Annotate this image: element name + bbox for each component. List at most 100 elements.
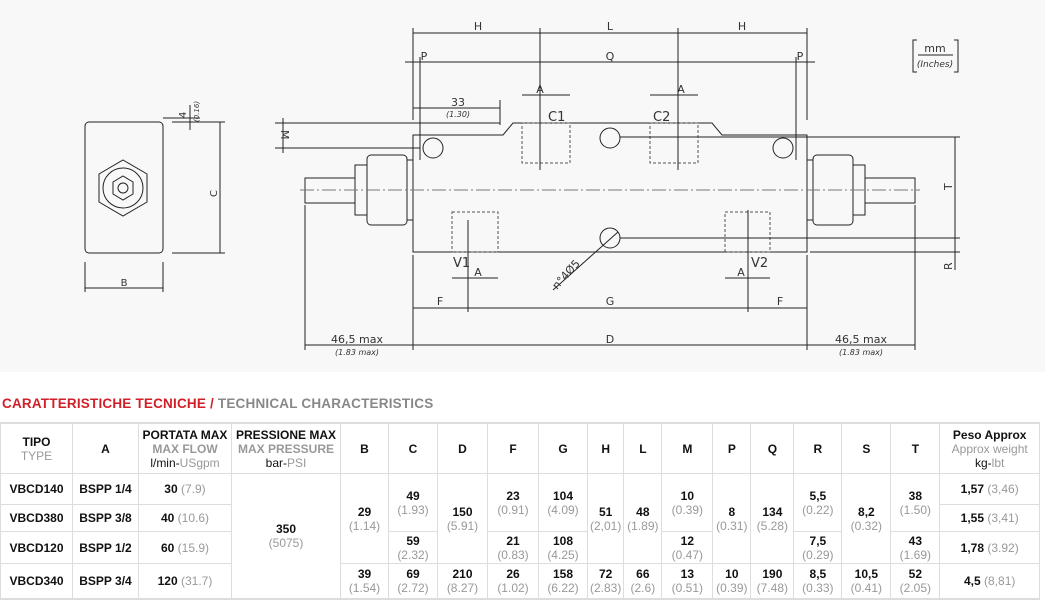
dim-a-v2: A [737, 266, 745, 279]
hole-label: n°4Ø5 [550, 257, 583, 292]
port-v1: V1 [453, 256, 470, 271]
dim-33: 33 [451, 96, 465, 109]
cell-tipo: VBCD380 [0, 504, 73, 532]
cell-c: 59(2.32) [388, 531, 438, 564]
dim-q: Q [606, 50, 615, 63]
dim-g: G [606, 295, 615, 308]
dim-a-c1: A [536, 83, 544, 96]
section-title-en: TECHNICAL CHARACTERISTICS [213, 396, 434, 411]
dim-4-label: 4 [178, 112, 189, 118]
cell-m: 10(0.39) [661, 473, 714, 532]
header-a: A [72, 422, 139, 474]
dim-t: T [942, 183, 955, 191]
cell-g: 158(6.22) [538, 563, 588, 600]
cell-weight: 1,57 (3,46) [939, 473, 1040, 505]
dim-d: D [606, 333, 614, 346]
cell-p: 10(0.39) [712, 563, 752, 600]
port-v2: V2 [751, 256, 768, 271]
cell-flow: 30 (7.9) [138, 473, 232, 505]
cell-weight: 1,55 (3,41) [939, 504, 1040, 532]
dim-m: M [278, 130, 291, 140]
cell-f: 23(0.91) [487, 473, 539, 532]
dim-h-left: H [474, 20, 482, 33]
max-left-inch: (1.83 max) [335, 348, 379, 357]
table-row: VBCD340 BSPP 3/4 120 (31.7) 39(1.54) 69(… [0, 563, 1040, 600]
cell-g: 104(4.09) [538, 473, 588, 532]
table-row: VBCD140 BSPP 1/4 30 (7.9) 350(5075) 29(1… [0, 473, 1040, 600]
dim-a-c2: A [677, 83, 685, 96]
header-q: Q [750, 422, 795, 474]
header-m: M [661, 422, 714, 474]
port-c1: C1 [548, 110, 565, 125]
cell-c: 69(2.72) [388, 563, 438, 600]
side-view: B C 4 (0.16) [84, 101, 225, 292]
cell-pressure: 350(5075) [231, 473, 341, 600]
cell-d: 150(5.91) [437, 473, 488, 564]
max-left: 46,5 max [331, 333, 383, 346]
dim-p-right: P [797, 50, 804, 63]
dim-p-left: P [421, 50, 428, 63]
cell-tipo: VBCD340 [0, 563, 73, 600]
cell-q: 190(7.48) [750, 563, 795, 600]
cell-c: 49 (1.93) [388, 473, 438, 532]
section-title: CARATTERISTICHE TECNICHE / TECHNICAL CHA… [2, 396, 433, 411]
cell-p: 8(0.31) [712, 473, 752, 564]
cell-f: 26(1.02) [487, 563, 539, 600]
header-b: B [340, 422, 389, 474]
dim-33-inch: (1.30) [446, 110, 470, 119]
cell-q: 134(5.28) [750, 473, 795, 564]
header-l: L [623, 422, 663, 474]
cell-t: 38(1.50) [890, 473, 941, 532]
cell-f: 21 (0.83) [487, 531, 539, 564]
header-p: P [712, 422, 752, 474]
cell-m: 12 (0.47) [661, 531, 714, 564]
dim-a-v1: A [474, 266, 482, 279]
cell-flow: 40 (10.6) [138, 504, 232, 532]
cell-m: 13(0.51) [661, 563, 714, 600]
port-c2: C2 [653, 110, 670, 125]
cell-r: 7,5(0.29) [793, 531, 843, 564]
header-r: R [793, 422, 843, 474]
dim-f-left: F [437, 295, 443, 308]
cell-t: 43 (1.69) [890, 531, 941, 564]
dim-l: L [607, 20, 614, 33]
header-d: D [437, 422, 488, 474]
header-f: F [487, 422, 539, 474]
cell-a: BSPP 1/2 [72, 531, 139, 564]
cell-s: 8,2(0.32) [841, 473, 892, 564]
header-h: H [586, 422, 625, 474]
cell-weight: 1,78 (3.92) [939, 531, 1040, 564]
cell-a: BSPP 3/4 [72, 563, 139, 600]
dim-r: R [942, 262, 955, 270]
front-view [275, 28, 960, 350]
header-s: S [841, 422, 892, 474]
cell-a: BSPP 3/8 [72, 504, 139, 532]
dim-f-right: F [777, 295, 783, 308]
max-right: 46,5 max [835, 333, 887, 346]
units-mm: mm [924, 42, 945, 55]
cell-flow: 60 (15.9) [138, 531, 232, 564]
cell-weight: 4,5 (8,81) [939, 563, 1040, 600]
cell-a: BSPP 1/4 [72, 473, 139, 505]
cell-h: 72(2.83) [586, 563, 625, 600]
cell-r: 5,5(0.22) [793, 473, 843, 532]
cell-d: 210(8.27) [437, 563, 488, 600]
header-g: G [538, 422, 588, 474]
cell-h: 51(2,01) [586, 473, 625, 564]
cell-b: 39(1.54) [340, 563, 389, 600]
cell-l: 66(2.6) [623, 563, 663, 600]
cell-r: 8,5(0.33) [793, 563, 843, 600]
header-c: C [388, 422, 438, 474]
table-row: VBCD120 BSPP 1/2 60 (15.9) 59(2.32) 21 (… [0, 531, 1040, 564]
technical-drawing: B C 4 (0.16) H L H P Q P 33 (1.30) A A C… [84, 20, 960, 357]
cell-flow: 120 (31.7) [138, 563, 232, 600]
cell-l: 48(1.89) [623, 473, 663, 564]
dim-h-right: H [738, 20, 746, 33]
cell-g: 108(4.25) [538, 531, 588, 564]
dim-c-label: C [209, 190, 220, 197]
